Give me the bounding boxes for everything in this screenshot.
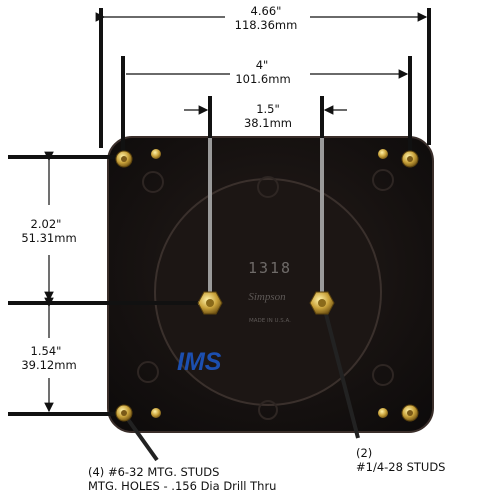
case-hole (257, 176, 279, 198)
dim-lower-mm: 39.12mm (21, 358, 77, 372)
mounting-stud-bottom-left (115, 404, 133, 422)
mounting-callout-line2: MTG. HOLES - .156 Dia Drill Thru (88, 479, 277, 493)
case-hole (258, 400, 278, 420)
mounting-stud-bottom-right (401, 404, 419, 422)
brass-screw (378, 149, 388, 159)
meter-origin: MADE IN U.S.A. (249, 318, 291, 324)
mounting-stud-top-right (401, 150, 419, 168)
dim-overall-mm: 118.36mm (234, 18, 298, 32)
meter-model-number: 1318 (248, 259, 292, 277)
dim-upper-inch: 2.02" (30, 217, 62, 231)
case-hole (142, 171, 164, 193)
terminal-callout-line2: #1/4-28 STUDS (356, 460, 446, 474)
dim-terminal-mm: 38.1mm (243, 116, 292, 130)
mounting-callout-line1: (4) #6-32 MTG. STUDS (88, 465, 220, 479)
brass-screw (151, 408, 161, 418)
meter-brand: Simpson (248, 291, 286, 303)
dim-terminal-inch: 1.5" (256, 102, 280, 116)
mounting-stud-top-left (115, 150, 133, 168)
case-hole (372, 169, 394, 191)
terminal-callout-line1: (2) (356, 446, 373, 460)
terminal-stud-left (197, 291, 223, 315)
dim-stud-inch: 4" (255, 58, 269, 72)
case-hole (372, 364, 394, 386)
brass-screw (151, 149, 161, 159)
ims-watermark: IMS (177, 348, 222, 376)
brass-screw (378, 408, 388, 418)
case-hole (137, 361, 159, 383)
dim-lower-inch: 1.54" (30, 344, 62, 358)
dim-upper-mm: 51.31mm (21, 231, 77, 245)
dim-overall-inch: 4.66" (250, 4, 282, 18)
terminal-stud-right (309, 291, 335, 315)
dim-stud-mm: 101.6mm (235, 72, 291, 86)
leader-mounting-callout (125, 416, 159, 462)
leader-terminal-callout (323, 309, 360, 439)
